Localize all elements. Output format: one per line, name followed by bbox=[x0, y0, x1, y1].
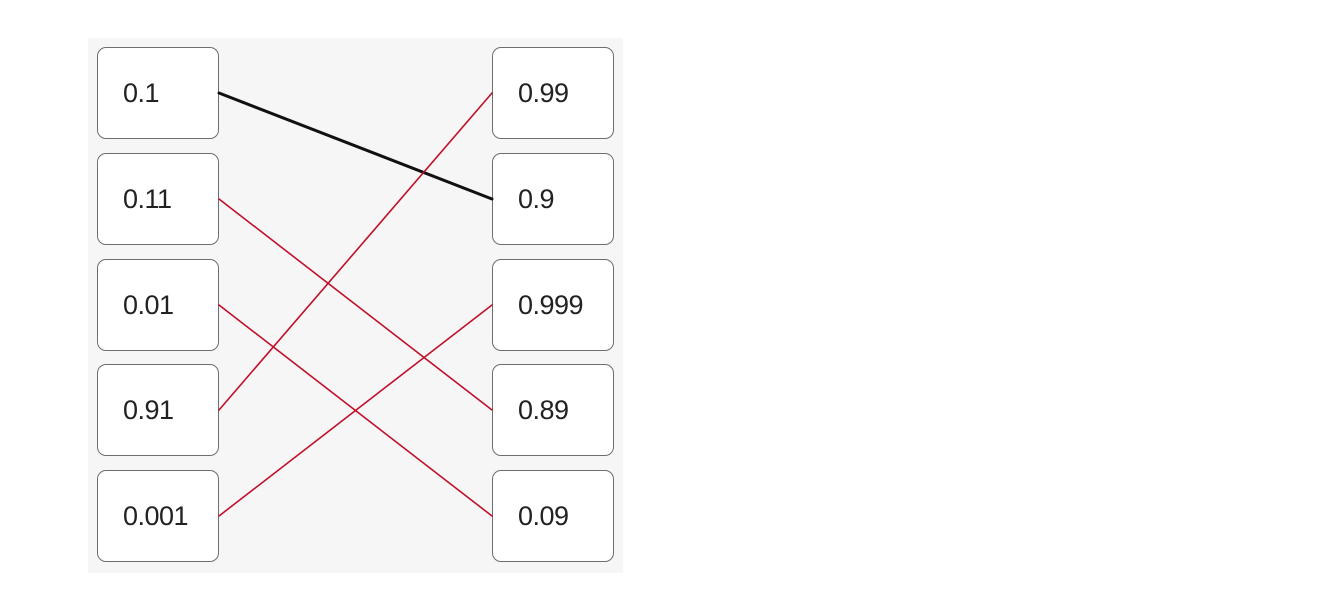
left-box-5-label: 0.001 bbox=[123, 500, 189, 531]
right-box-4-label: 0.89 bbox=[518, 394, 569, 425]
right-box-4: 0.89 bbox=[492, 364, 614, 456]
right-box-5-label: 0.09 bbox=[518, 500, 569, 531]
left-box-2-label: 0.11 bbox=[123, 183, 172, 214]
left-box-5: 0.001 bbox=[97, 470, 219, 562]
left-box-1-label: 0.1 bbox=[123, 77, 160, 108]
right-box-5: 0.09 bbox=[492, 470, 614, 562]
left-box-1: 0.1 bbox=[97, 47, 219, 139]
right-box-2: 0.9 bbox=[492, 153, 614, 245]
left-box-4: 0.91 bbox=[97, 364, 219, 456]
right-box-1-label: 0.99 bbox=[518, 77, 569, 108]
right-box-1: 0.99 bbox=[492, 47, 614, 139]
right-box-3: 0.999 bbox=[492, 259, 614, 351]
right-box-2-label: 0.9 bbox=[518, 183, 555, 214]
right-box-3-label: 0.999 bbox=[518, 289, 584, 320]
left-box-3: 0.01 bbox=[97, 259, 219, 351]
left-box-3-label: 0.01 bbox=[123, 289, 174, 320]
left-box-2: 0.11 bbox=[97, 153, 219, 245]
left-box-4-label: 0.91 bbox=[123, 394, 174, 425]
